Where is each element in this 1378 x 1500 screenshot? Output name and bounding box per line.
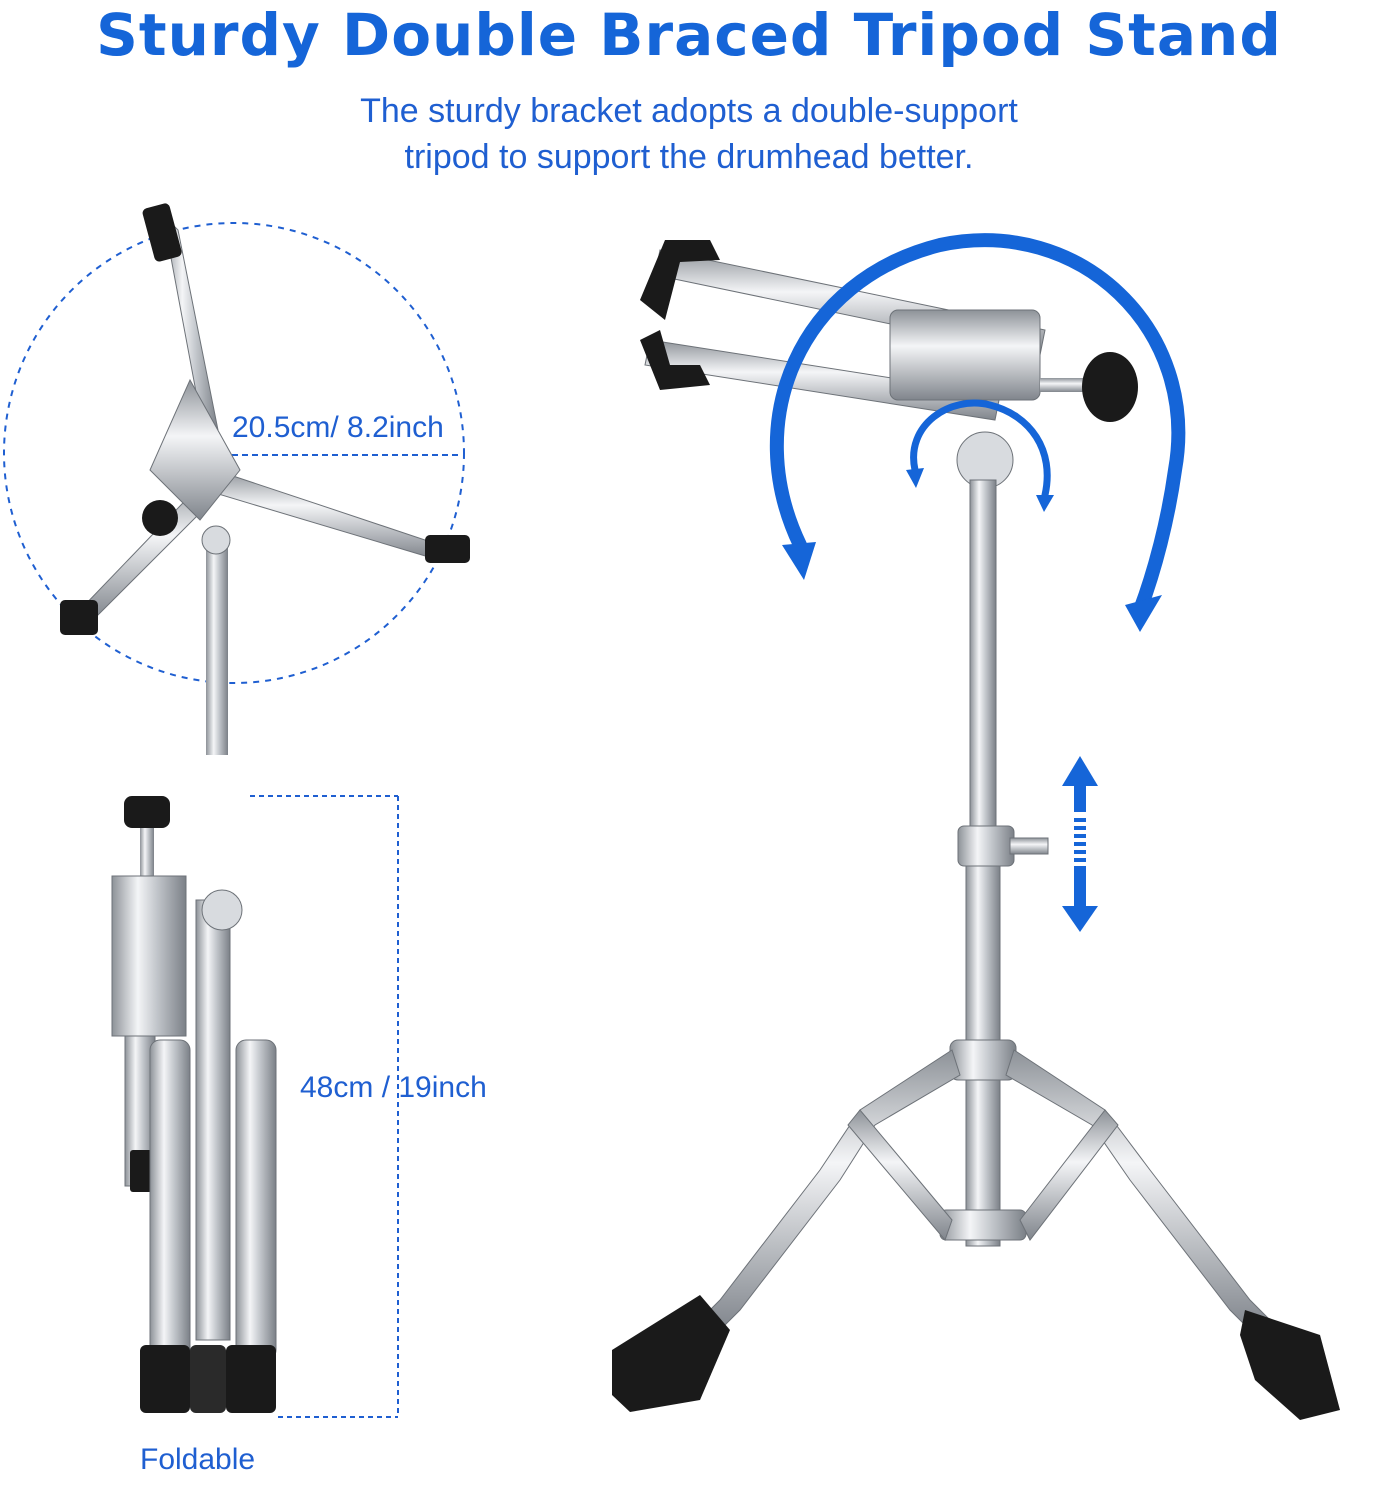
folded-knob: [124, 796, 170, 828]
height-clamp: [957, 825, 1015, 867]
basket-cradle: [640, 330, 710, 390]
height-adjust-arrow-icon: [1062, 756, 1098, 932]
top-view-detail: [3, 203, 470, 755]
basket-tip: [142, 203, 182, 262]
subtitle: The sturdy bracket adopts a double-suppo…: [289, 88, 1089, 180]
page-title: Sturdy Double Braced Tripod Stand: [96, 1, 1282, 69]
basket-tip: [60, 600, 98, 635]
basket-tip: [425, 535, 470, 563]
height-dimension-label: 48cm / 19inch: [300, 1071, 487, 1104]
folded-foot: [190, 1345, 226, 1413]
swivel-arrow-icon: [910, 399, 1051, 499]
folded-foot: [140, 1345, 190, 1413]
full-stand: [612, 233, 1340, 1420]
detail-circle: [3, 222, 465, 684]
subtitle-line-2: tripod to support the drumhead better.: [404, 138, 974, 176]
folded-stand: [111, 795, 399, 1418]
stand-foot: [612, 1295, 730, 1412]
tension-knob: [142, 500, 178, 536]
tension-knob: [1082, 352, 1138, 422]
folded-foot: [226, 1345, 276, 1413]
stand-foot: [1240, 1310, 1340, 1420]
basket-cradle: [640, 240, 720, 320]
width-dimension-label: 20.5cm/ 8.2inch: [232, 411, 444, 444]
subtitle-line-1: The sturdy bracket adopts a double-suppo…: [360, 92, 1018, 130]
center-joint: [201, 525, 231, 555]
top-view-post: [206, 540, 228, 755]
foldable-label: Foldable: [140, 1443, 256, 1476]
tilt-arrow-icon: [770, 233, 1186, 617]
